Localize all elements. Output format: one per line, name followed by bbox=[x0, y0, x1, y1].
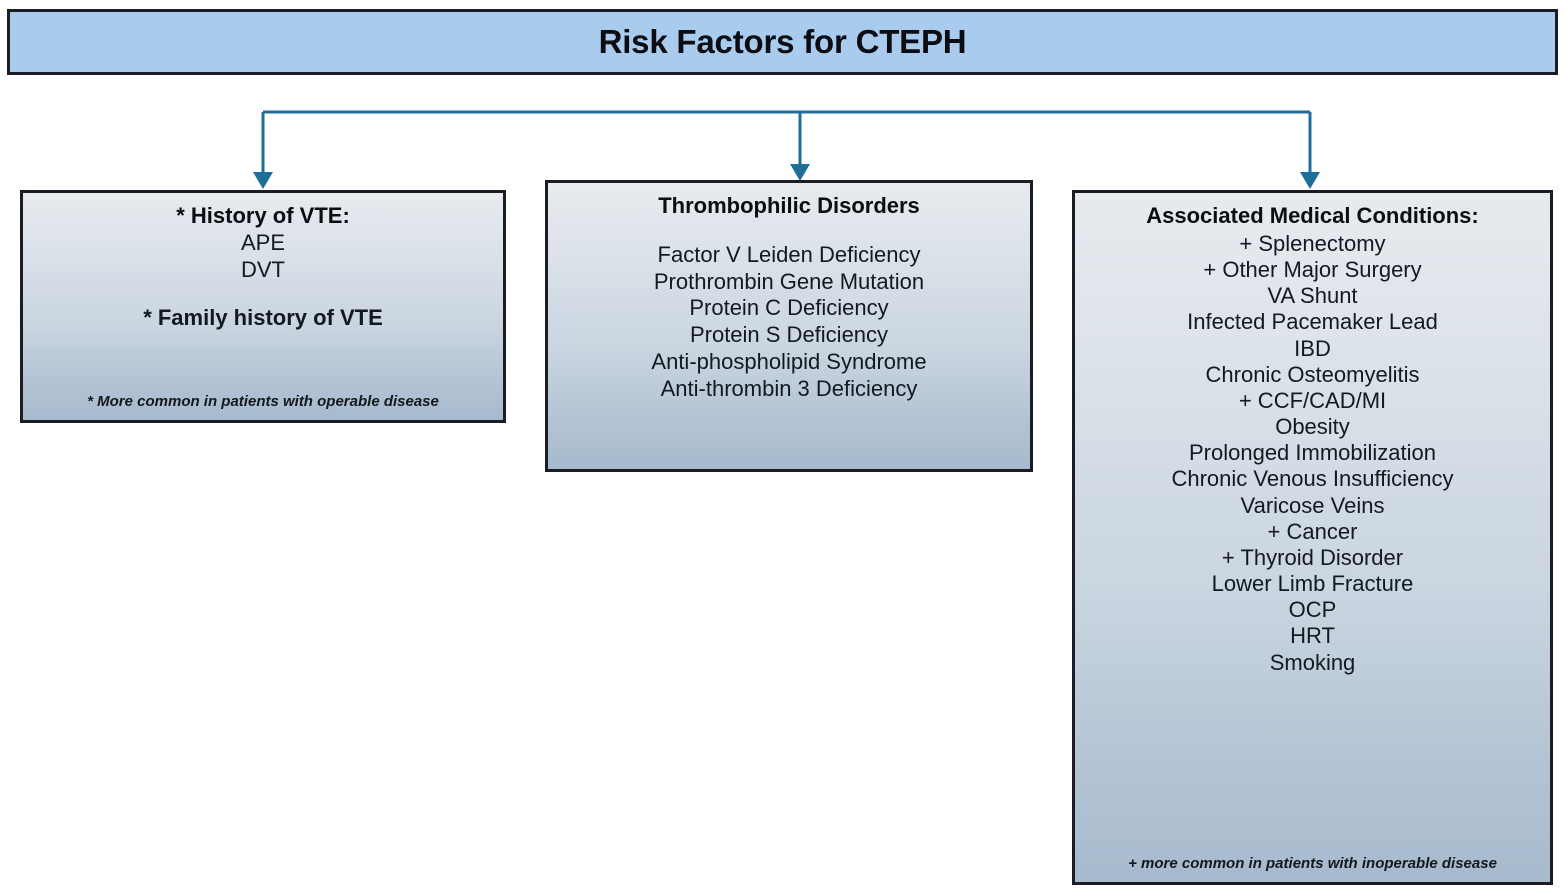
node-line: + Thyroid Disorder bbox=[1221, 544, 1404, 570]
node-line: Factor V Leiden Deficiency bbox=[657, 241, 921, 267]
node-box-thrombophilic-disorders: Thrombophilic Disorders Factor V Leiden … bbox=[545, 180, 1033, 472]
node-line: Chronic Venous Insufficiency bbox=[1171, 466, 1454, 492]
node-line: Infected Pacemaker Lead bbox=[1187, 309, 1438, 335]
node-line: Prothrombin Gene Mutation bbox=[653, 268, 925, 294]
node-box-associated-medical-conditions: Associated Medical Conditions: + Splenec… bbox=[1072, 190, 1553, 885]
arrowhead-middle-icon bbox=[790, 164, 810, 181]
node-line: IBD bbox=[1294, 335, 1331, 361]
node-line: OCP bbox=[1288, 597, 1337, 623]
node-content: Thrombophilic Disorders Factor V Leiden … bbox=[556, 193, 1022, 463]
node-line: HRT bbox=[1290, 623, 1335, 649]
node-line: + Other Major Surgery bbox=[1203, 257, 1422, 282]
node-line: Protein C Deficiency bbox=[689, 295, 889, 321]
node-line: Protein S Deficiency bbox=[689, 322, 889, 348]
node-subheading: * Family history of VTE bbox=[143, 305, 383, 331]
node-line: Anti-thrombin 3 Deficiency bbox=[660, 375, 918, 401]
page-title: Risk Factors for CTEPH bbox=[598, 23, 967, 60]
node-line: Lower Limb Fracture bbox=[1211, 571, 1414, 597]
node-box-history-of-vte: * History of VTE: APE DVT * Family histo… bbox=[20, 190, 506, 423]
node-line: Smoking bbox=[1269, 649, 1356, 675]
node-heading: Thrombophilic Disorders bbox=[658, 193, 920, 218]
node-line: VA Shunt bbox=[1267, 283, 1358, 309]
node-line: + Cancer bbox=[1267, 518, 1358, 544]
arrowhead-left-icon bbox=[253, 172, 273, 189]
node-line: + Splenectomy bbox=[1239, 230, 1386, 256]
node-content: Associated Medical Conditions: + Splenec… bbox=[1083, 203, 1542, 855]
node-line: Chronic Osteomyelitis bbox=[1205, 361, 1420, 387]
node-line: Anti-phospholipid Syndrome bbox=[651, 349, 927, 375]
node-line: + CCF/CAD/MI bbox=[1238, 387, 1387, 413]
node-line: Prolonged Immobilization bbox=[1188, 440, 1437, 466]
node-line: APE bbox=[240, 229, 286, 255]
node-line: Varicose Veins bbox=[1240, 492, 1385, 518]
diagram-title-box: Risk Factors for CTEPH bbox=[7, 9, 1558, 75]
node-footnote: * More common in patients with operable … bbox=[87, 393, 439, 410]
arrowhead-right-icon bbox=[1300, 172, 1320, 189]
node-footnote: + more common in patients with inoperabl… bbox=[1128, 855, 1497, 872]
node-line: DVT bbox=[241, 256, 285, 282]
node-heading: * History of VTE: bbox=[176, 203, 350, 228]
node-content: * History of VTE: APE DVT * Family histo… bbox=[31, 203, 495, 393]
node-spacer bbox=[556, 220, 1022, 242]
node-spacer bbox=[31, 283, 495, 305]
node-line: Obesity bbox=[1275, 414, 1350, 440]
node-heading: Associated Medical Conditions: bbox=[1146, 203, 1479, 228]
